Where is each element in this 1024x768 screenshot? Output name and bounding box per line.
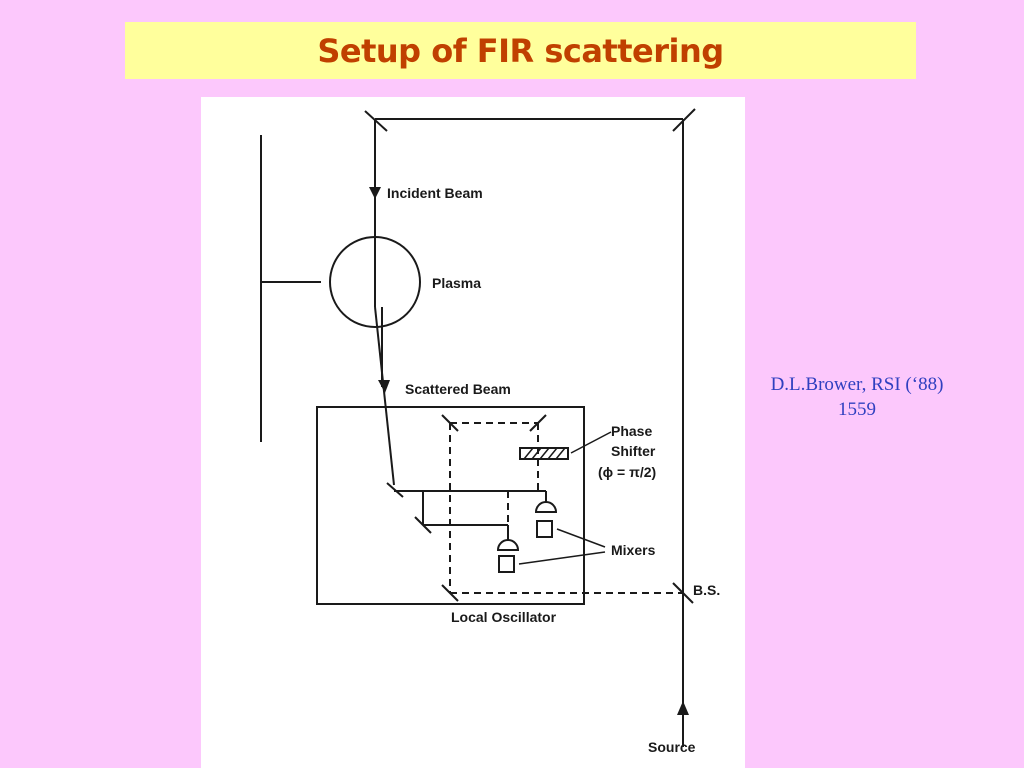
citation: D.L.Brower, RSI (‘88) 1559 [728,372,986,422]
mixer-box-top [536,520,553,538]
source-label: Source [648,739,696,755]
fir-scattering-diagram: Incident Beam Plasma Scattered Beam Phas… [201,97,745,768]
phase-leader [570,431,612,454]
lo-mirror-left [441,414,459,432]
incident-arrow [369,187,381,199]
scattered-beam-line [374,306,395,486]
top-right-mirror [672,108,696,132]
mixer-leader-top [556,528,606,548]
phase-shifter-label-3: (ϕ = π/2) [598,464,656,480]
citation-page: 1559 [838,399,876,420]
lo-mirror-right [529,414,547,432]
local-oscillator-paths [449,422,683,594]
mixer-detector-top [534,501,558,513]
mixer-mirror [414,516,432,534]
plasma-label: Plasma [432,275,481,291]
mixers-label: Mixers [611,542,656,558]
title-banner: Setup of FIR scattering [125,22,916,79]
citation-reference: D.L.Brower, RSI (‘88) [770,374,944,395]
receiver-box [316,406,585,605]
scattered-beam-label: Scattered Beam [405,381,511,397]
phase-shifter-label-2: Shifter [611,443,656,459]
beam-splitter-label: B.S. [693,582,720,598]
scattered-arrow [378,380,390,393]
mixer-detector-bottom [496,539,520,551]
lo-mirror-bottom [441,584,459,602]
local-oscillator-label: Local Oscillator [451,609,557,625]
diagram-svg: Incident Beam Plasma Scattered Beam Phas… [260,108,720,755]
mixer-leader-bottom [518,551,606,565]
plasma-circle [329,236,421,328]
phase-shifter-label-1: Phase [611,423,652,439]
scattered-mirror [386,482,404,498]
incident-beam-label: Incident Beam [387,185,483,201]
slide-title: Setup of FIR scattering [317,31,724,70]
mixer-box-bottom [498,555,515,573]
source-arrow [677,701,689,715]
